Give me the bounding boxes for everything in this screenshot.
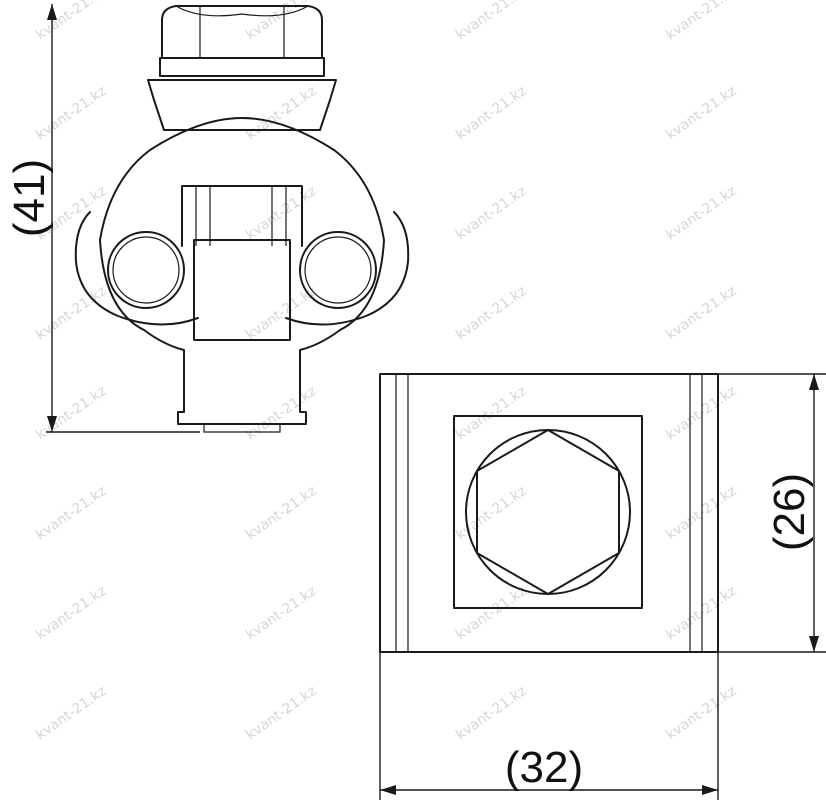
watermark-text: kvant-21.kz	[33, 83, 109, 143]
watermark-text: kvant-21.kz	[33, 0, 109, 43]
watermark-text: kvant-21.kz	[33, 683, 109, 743]
watermark-text: kvant-21.kz	[453, 83, 529, 143]
width-dimension: (32)	[379, 652, 719, 800]
width-label: (32)	[505, 743, 583, 792]
left-conductor-circle	[107, 231, 185, 309]
watermark-text: kvant-21.kz	[453, 583, 529, 643]
watermark-text: kvant-21.kz	[663, 583, 739, 643]
clamp-top-view	[379, 373, 719, 653]
watermark-text: kvant-21.kz	[453, 483, 529, 543]
watermark-text: kvant-21.kz	[33, 283, 109, 343]
watermark-text: kvant-21.kz	[453, 683, 529, 743]
watermark-text: kvant-21.kz	[453, 283, 529, 343]
hex-outline	[476, 429, 620, 595]
watermark-text: kvant-21.kz	[663, 283, 739, 343]
watermark-text: kvant-21.kz	[453, 383, 529, 443]
watermark-text: kvant-21.kz	[243, 583, 319, 643]
watermark-text: kvant-21.kz	[453, 0, 529, 43]
washer	[147, 79, 337, 131]
watermark-text: kvant-21.kz	[33, 483, 109, 543]
watermark-text: kvant-21.kz	[453, 183, 529, 243]
watermark-text: kvant-21.kz	[663, 183, 739, 243]
depth-dimension: (26)	[718, 373, 826, 653]
watermark-text: kvant-21.kz	[243, 183, 319, 243]
height-dimension: (41)	[5, 4, 200, 433]
right-hook	[285, 211, 410, 326]
depth-label: (26)	[765, 473, 814, 551]
clamp-front-view	[74, 5, 410, 433]
watermark-text: kvant-21.kz	[33, 583, 109, 643]
left-hook	[74, 211, 199, 326]
washer-square	[453, 415, 643, 609]
height-label: (41)	[5, 159, 54, 237]
watermark-text: kvant-21.kz	[33, 383, 109, 443]
watermark-text: kvant-21.kz	[663, 683, 739, 743]
watermark-text: kvant-21.kz	[243, 483, 319, 543]
watermark-text: kvant-21.kz	[243, 683, 319, 743]
watermark-text: kvant-21.kz	[243, 383, 319, 443]
watermark-text: kvant-21.kz	[663, 83, 739, 143]
watermark-text: kvant-21.kz	[663, 483, 739, 543]
hex-nut	[159, 5, 325, 77]
watermark-text: kvant-21.kz	[663, 0, 739, 43]
clamp-body	[99, 117, 385, 425]
center-slot	[181, 185, 303, 247]
watermark-layer: kvant-21.kz kvant-21.kz kvant-21.kz kvant-2…	[33, 0, 739, 743]
watermark-text: kvant-21.kz	[663, 383, 739, 443]
block-outline	[379, 373, 719, 653]
right-conductor-circle	[299, 231, 377, 309]
